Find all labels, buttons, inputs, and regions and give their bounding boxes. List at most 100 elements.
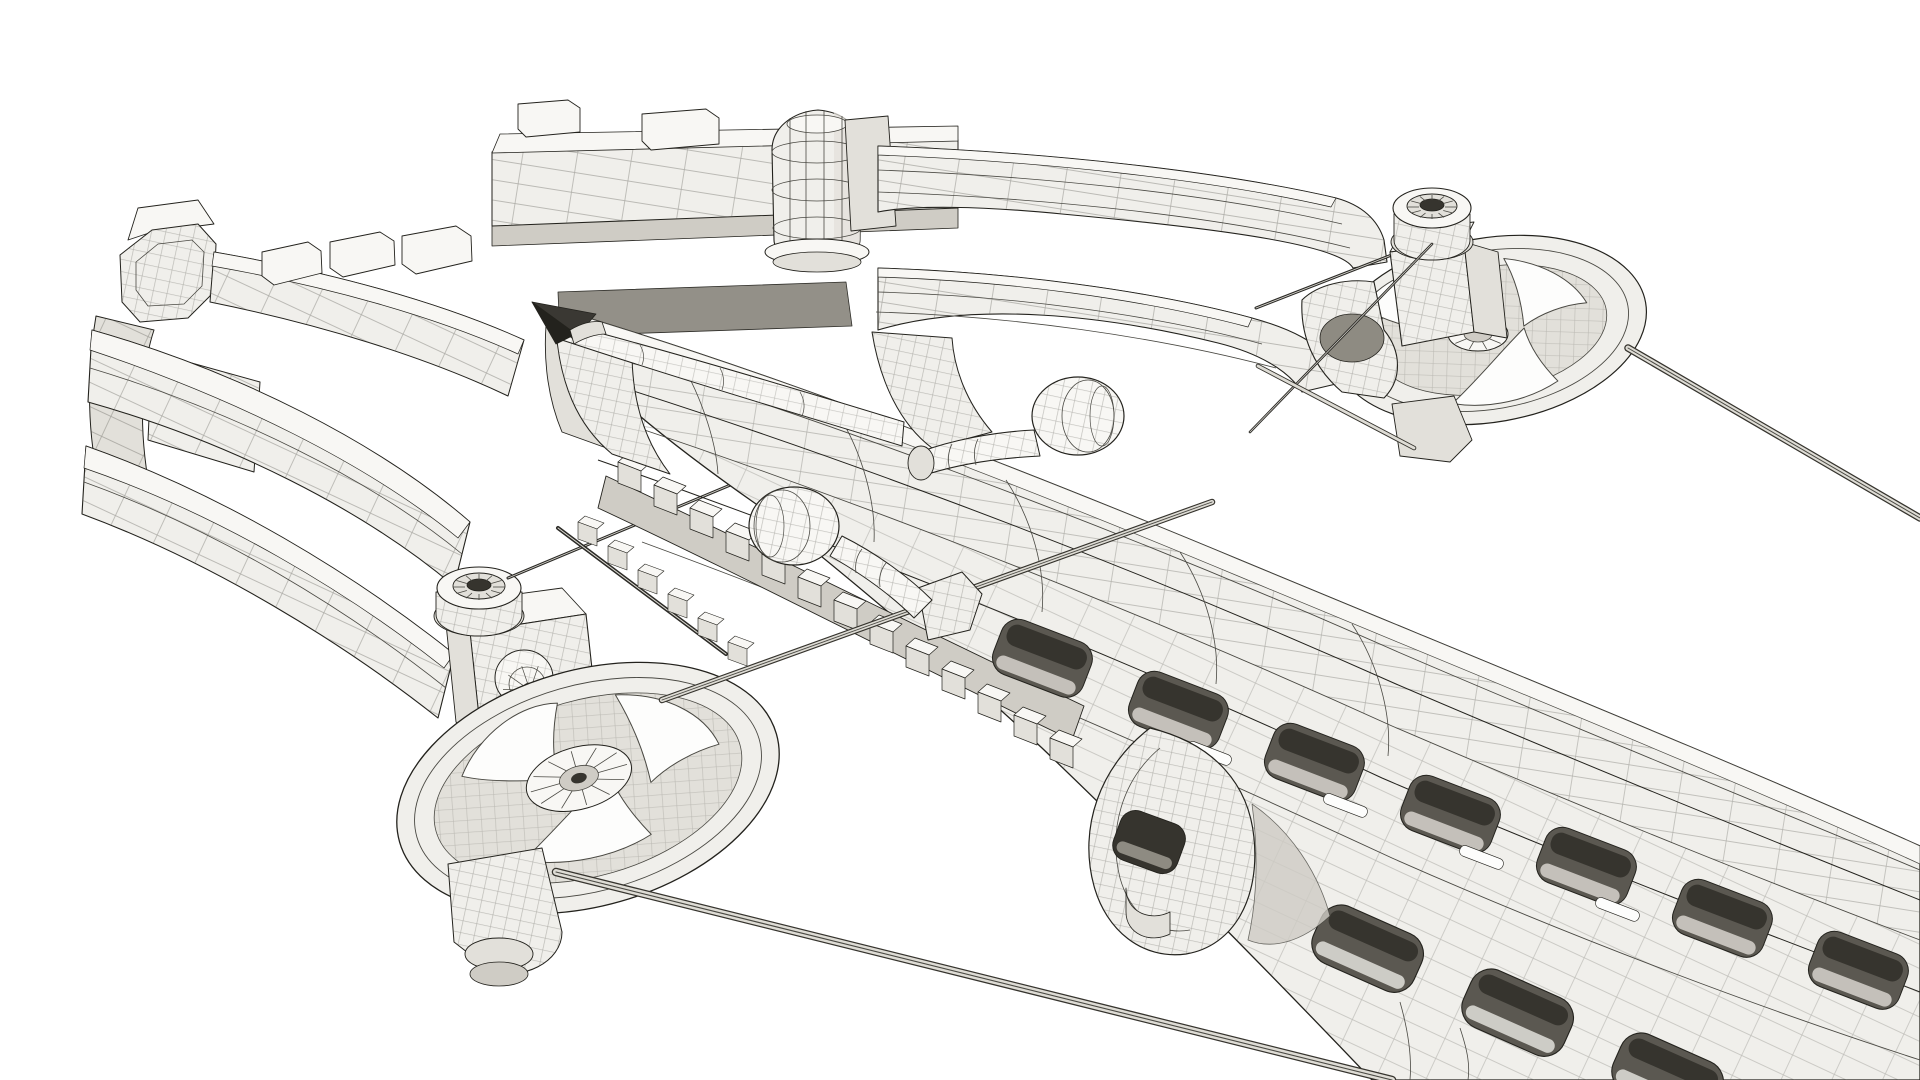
pivot-dome-spokes [508, 674, 524, 687]
tooth-front [653, 484, 678, 516]
wheel-hub-spokes [530, 783, 560, 793]
stock-pad [1459, 845, 1504, 870]
rail-side-left-wall-mesh [556, 330, 670, 474]
tooth-front [1049, 737, 1074, 769]
axle-center-right [1419, 198, 1445, 212]
axle-knurl-left [456, 590, 467, 594]
cylinder-base [772, 251, 862, 273]
upper-limb-outer-line1 [877, 169, 1343, 225]
stock-slot-deep [1822, 936, 1903, 982]
axle-knurl-right [1411, 200, 1421, 204]
tooth-front [941, 668, 966, 700]
cable-bottom-exit [555, 871, 1393, 1080]
tooth-front [977, 691, 1002, 723]
broadhead-ferrule [569, 321, 607, 345]
wheel-hub-spokes [548, 761, 567, 772]
string-right-steep [1249, 243, 1433, 433]
stock-slot-deep [1142, 676, 1223, 722]
lower-limb-outer-mesh [88, 330, 470, 586]
cam-hub-spokes [1481, 341, 1488, 350]
crank-handle-upper-collar [907, 445, 935, 481]
barrel-panel-4 [1179, 551, 1218, 685]
axle-knurl-right [1443, 200, 1453, 204]
stock-slot-big-wall [1315, 941, 1405, 989]
wheel-hub-spokes [593, 752, 617, 768]
barrel-mesh-upper-mesh [548, 322, 1920, 940]
crank-handle-upper-ring-1 [948, 443, 953, 471]
upper-limb-inner-line2 [875, 311, 1277, 369]
stock-slot-big-deep [1328, 910, 1419, 962]
stock-slot-big-deep [1478, 974, 1569, 1026]
pivot-dome-spokes [532, 666, 539, 684]
riser-pod-mesh [120, 224, 216, 322]
upper-limb-inner-line1 [877, 291, 1263, 345]
cam-pocket-recess [1319, 313, 1385, 363]
stock-slot-wall [996, 655, 1076, 695]
tooth-front [667, 593, 688, 619]
wheel-cutout-1 [461, 702, 560, 782]
wheel-foot-base [469, 961, 529, 987]
bolt-ring-3 [799, 391, 805, 417]
riser-arm-mesh [210, 252, 524, 396]
upper-limb-outer-top [877, 145, 1337, 208]
riser-arm-block-3 [401, 225, 473, 275]
lower-limb-inner-line [83, 481, 447, 689]
rail-side-right-wall-mesh [872, 332, 992, 448]
wheel-hub-center [571, 772, 587, 784]
axle-knurl-right [1419, 212, 1426, 218]
tooth-front [697, 617, 718, 643]
stock-mesh-lower-mesh [572, 395, 1920, 1080]
stock-slot-deep [1686, 884, 1767, 930]
barrel-edge-3 [559, 367, 1920, 901]
cam-cutout-3 [1451, 327, 1559, 406]
stock-slot-wall [1540, 863, 1620, 903]
stock-slot-deep [1006, 624, 1087, 670]
crank-handle-upper-ball-ring-2 [1089, 385, 1115, 447]
wheel-hub-spokes [570, 751, 577, 767]
axle-knurl-left [491, 590, 502, 594]
upper-limb-outer-line2 [877, 191, 1351, 249]
riser-arm-block-1 [261, 241, 323, 286]
wheel-hub-spokes [585, 747, 597, 766]
bolt-shaft-mesh [562, 324, 904, 446]
stock-slot-big-wall [1465, 1005, 1555, 1053]
foregrip-slot-wall [1116, 841, 1172, 870]
pivot-dome-spokes [521, 666, 528, 684]
broadhead-blade-2 [531, 301, 577, 345]
tooth-front [689, 507, 714, 539]
tooth-front [607, 545, 628, 571]
stock-slot-wall [1268, 759, 1348, 799]
bridge-block-1 [517, 99, 581, 138]
crank-handle-lower-ring-2 [879, 562, 887, 588]
wheel-cutout-3 [523, 771, 652, 863]
barrel-panel-5 [1351, 623, 1390, 757]
foregrip-foot [1125, 887, 1171, 939]
limb-tip-block-front-mesh [1390, 242, 1474, 346]
axle-knurl-left [465, 575, 473, 582]
stock-slot-wall [1132, 707, 1212, 747]
wheel-hub-spokes [540, 788, 565, 804]
crank-handle-upper-ring-2 [974, 438, 979, 466]
axle-knurl-right [1438, 196, 1445, 202]
grip-panel-line-1 [1399, 1001, 1411, 1080]
wheel-hub-spokes [597, 778, 625, 781]
crank-mount-block-mesh [918, 572, 982, 640]
stock-slot-deep [1414, 780, 1495, 826]
axle-center-left [466, 578, 492, 592]
crank-handle-lower-ring-1 [855, 548, 863, 574]
crank-handle-lower-ball-mesh [749, 487, 839, 565]
grip-panel-line-2 [1459, 1027, 1470, 1080]
axle-knurl-left [485, 592, 493, 599]
lower-limb-outer-line [89, 367, 463, 555]
stock-slot-wall [1812, 967, 1892, 1007]
axle-knurl-left [491, 580, 502, 584]
tooth-front [725, 530, 750, 562]
tooth-front [1013, 714, 1038, 746]
cylinder-cap [786, 114, 848, 134]
upper-limb-outer-mesh [878, 146, 1387, 268]
tooth-front [577, 521, 598, 547]
cam-hub-spokes [1455, 338, 1467, 344]
tooth-front [905, 645, 930, 677]
wheel-hub-spokes [561, 790, 573, 809]
